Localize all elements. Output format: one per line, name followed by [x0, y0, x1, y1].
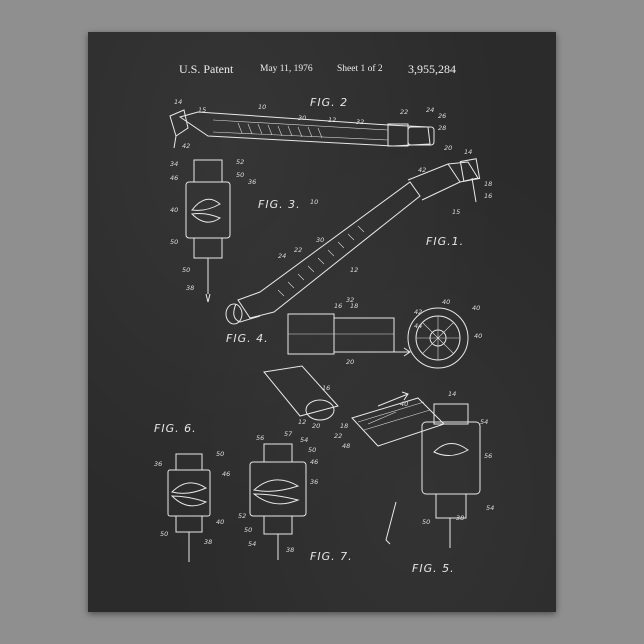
- svg-text:10: 10: [258, 103, 266, 111]
- svg-text:52: 52: [238, 512, 246, 520]
- svg-text:18: 18: [350, 302, 358, 310]
- svg-text:20: 20: [444, 144, 452, 152]
- fig5-drawing: 16 12 20 22 18 40 14 54 56 54 50 38 48: [264, 366, 494, 548]
- fig4-drawing: 16 18 42 40 40 40 44 20: [288, 298, 482, 368]
- svg-text:22: 22: [400, 108, 408, 116]
- svg-text:15: 15: [198, 106, 206, 114]
- fig2-drawing: 14 15 10 30 12 32 22 24 26 28 42: [170, 98, 446, 150]
- svg-text:18: 18: [484, 180, 492, 188]
- svg-text:50: 50: [244, 526, 252, 534]
- patent-poster: U.S. Patent May 11, 1976 Sheet 1 of 2 3,…: [88, 32, 556, 612]
- svg-text:18: 18: [340, 422, 348, 430]
- fig6-drawing: 36 50 46 40 50 38: [154, 450, 230, 562]
- svg-text:52: 52: [236, 158, 244, 166]
- svg-text:42: 42: [414, 308, 422, 316]
- fig4-label: FIG. 4.: [226, 332, 269, 345]
- svg-text:16: 16: [322, 384, 330, 392]
- svg-text:48: 48: [342, 442, 350, 450]
- svg-text:54: 54: [248, 540, 256, 548]
- fig1-label: FIG.1.: [426, 235, 464, 248]
- svg-text:40: 40: [170, 206, 178, 214]
- svg-text:56: 56: [256, 434, 264, 442]
- svg-text:56: 56: [484, 452, 492, 460]
- svg-text:50: 50: [422, 518, 430, 526]
- svg-text:14: 14: [448, 390, 456, 398]
- svg-text:24: 24: [278, 252, 286, 260]
- svg-text:46: 46: [310, 458, 318, 466]
- svg-text:54: 54: [300, 436, 308, 444]
- svg-text:50: 50: [170, 238, 178, 246]
- svg-text:10: 10: [310, 198, 318, 206]
- svg-text:36: 36: [154, 460, 162, 468]
- svg-text:20: 20: [346, 358, 354, 366]
- svg-text:34: 34: [170, 160, 178, 168]
- svg-text:15: 15: [452, 208, 460, 216]
- svg-text:22: 22: [334, 432, 342, 440]
- svg-text:57: 57: [284, 430, 293, 438]
- svg-text:36: 36: [248, 178, 256, 186]
- svg-text:40: 40: [442, 298, 450, 306]
- svg-text:54: 54: [486, 504, 494, 512]
- svg-text:22: 22: [294, 246, 302, 254]
- fig7-label: FIG. 7.: [310, 550, 353, 563]
- svg-text:36: 36: [310, 478, 318, 486]
- svg-text:54: 54: [480, 418, 488, 426]
- svg-text:28: 28: [438, 124, 446, 132]
- fig2-label: FIG. 2: [310, 96, 348, 109]
- svg-text:20: 20: [312, 422, 320, 430]
- fig5-label: FIG. 5.: [412, 562, 455, 575]
- svg-text:16: 16: [334, 302, 342, 310]
- svg-text:12: 12: [298, 418, 306, 426]
- svg-text:50: 50: [160, 530, 168, 538]
- fig3-label: FIG. 3.: [258, 198, 301, 211]
- svg-text:42: 42: [182, 142, 190, 150]
- svg-text:24: 24: [426, 106, 434, 114]
- svg-text:40: 40: [474, 332, 482, 340]
- svg-text:38: 38: [186, 284, 194, 292]
- svg-text:50: 50: [216, 450, 224, 458]
- svg-text:26: 26: [438, 112, 446, 120]
- svg-text:30: 30: [298, 114, 306, 122]
- svg-text:14: 14: [174, 98, 182, 106]
- svg-text:16: 16: [484, 192, 492, 200]
- svg-text:40: 40: [400, 400, 408, 408]
- svg-text:38: 38: [204, 538, 212, 546]
- fig3-drawing: 34 46 40 50 52 50 36 50 38: [170, 158, 256, 302]
- svg-text:32: 32: [356, 118, 364, 126]
- fig6-label: FIG. 6.: [154, 422, 197, 435]
- svg-text:50: 50: [236, 171, 244, 179]
- svg-text:14: 14: [464, 148, 472, 156]
- svg-text:38: 38: [286, 546, 294, 554]
- svg-text:40: 40: [216, 518, 224, 526]
- svg-text:40: 40: [472, 304, 480, 312]
- svg-text:50: 50: [308, 446, 316, 454]
- fig7-drawing: 5657 5450 4636 5250 5438: [238, 430, 318, 560]
- svg-text:44: 44: [414, 322, 422, 330]
- svg-text:46: 46: [170, 174, 178, 182]
- svg-text:12: 12: [328, 116, 336, 124]
- fig1-drawing: 2014 4218 1615 1030 2224 1232: [226, 144, 492, 324]
- svg-text:50: 50: [182, 266, 190, 274]
- svg-text:42: 42: [418, 166, 426, 174]
- svg-text:46: 46: [222, 470, 230, 478]
- svg-text:12: 12: [350, 266, 358, 274]
- svg-text:30: 30: [316, 236, 324, 244]
- patent-drawing: 14 15 10 30 12 32 22 24 26 28 42 FIG. 2 34 46 …: [88, 32, 556, 612]
- svg-text:38: 38: [456, 514, 464, 522]
